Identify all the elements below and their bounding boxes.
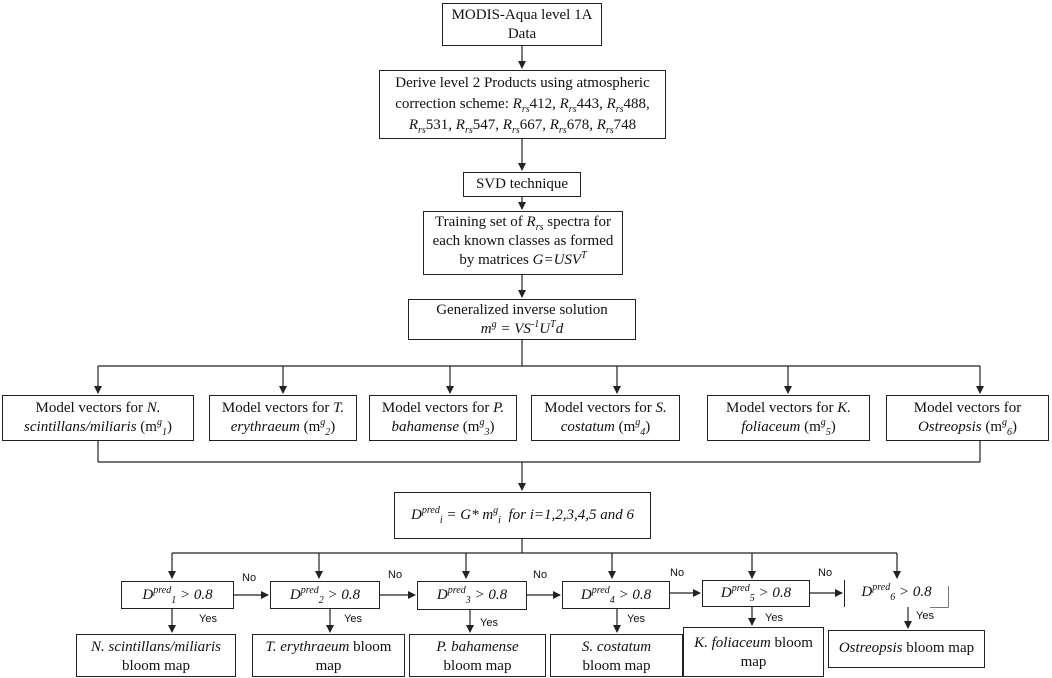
no-label-2: No [388,569,403,581]
bloom-map-box-2: T. erythraeum bloom map [252,634,405,677]
node4-line1: Training set of Rrs spectra for [435,214,611,233]
yes-label-2: Yes [344,613,362,625]
bloom-map-box-1: N. scintillans/miliaris bloom map [76,634,236,677]
node2-line3: Rrs531, Rrs547, Rrs667, Rrs678, Rrs748 [408,117,637,136]
node-modis-line1: MODIS-Aqua level 1A [451,7,593,23]
yes-label-5: Yes [765,612,783,624]
decision-box-1: Dpred1 > 0.8 [121,581,234,609]
model-vector-box-4: Model vectors for S. costatum (mg4) [531,395,680,441]
node-level2-products: Derive level 2 Products using atmospheri… [379,70,666,139]
node5-equation: mg = VS-1UTd [480,319,564,338]
node5-line1: Generalized inverse solution [436,302,608,318]
yes-label-1: Yes [199,613,217,625]
model-vector-box-1: Model vectors for N. scintillans/miliari… [2,395,194,441]
node-generalized-inverse: Generalized inverse solution mg = VS-1UT… [408,299,636,340]
node2-line1: Derive level 2 Products using atmospheri… [395,75,650,91]
node-modis-data: MODIS-Aqua level 1A Data [442,3,602,46]
decision6-border-stub [930,586,949,608]
bloom-map-box-4: S. costatum bloom map [550,634,683,677]
bloom-map-box-3: P. bahamense bloom map [409,634,546,677]
yes-label-4: Yes [627,613,645,625]
no-label-4: No [670,567,685,579]
model-vector-box-2: Model vectors for T. erythraeum (mg2) [209,395,357,441]
node2-line2: correction scheme: Rrs412, Rrs443, Rrs48… [395,96,650,115]
decision-box-3: Dpred3 > 0.8 [417,581,527,610]
model-vector-box-6: Model vectors for Ostreopsis (mg6) [886,395,1049,441]
decision-box-5: Dpred5 > 0.8 [702,580,810,607]
node-prediction: Dpredi = G* mgi for i=1,2,3,4,5 and 6 [394,492,651,539]
yes-label-6: Yes [916,610,934,622]
bloom-map-box-6: Ostreopsis bloom map [828,630,985,668]
no-label-1: No [242,572,257,584]
node-training-set: Training set of Rrs spectra for each kno… [423,211,623,275]
decision-box-2: Dpred2 > 0.8 [270,581,380,609]
node4-line2: each known classes as formed [432,233,614,249]
no-label-5: No [818,567,833,579]
decision-box-6: Dpred6 > 0.8 [844,580,948,607]
node-svd-technique: SVD technique [463,172,581,197]
node-modis-line2: Data [507,26,537,42]
yes-label-3: Yes [480,617,498,629]
bloom-map-box-5: K. foliaceum bloom map [683,627,824,677]
decision-box-4: Dpred4 > 0.8 [562,581,670,609]
no-label-3: No [533,569,548,581]
model-vector-box-3: Model vectors for P. bahamense (mg3) [369,395,517,441]
model-vector-box-5: Model vectors for K. foliaceum (mg5) [707,395,870,441]
node4-line3: by matrices G=USVT [459,250,587,269]
